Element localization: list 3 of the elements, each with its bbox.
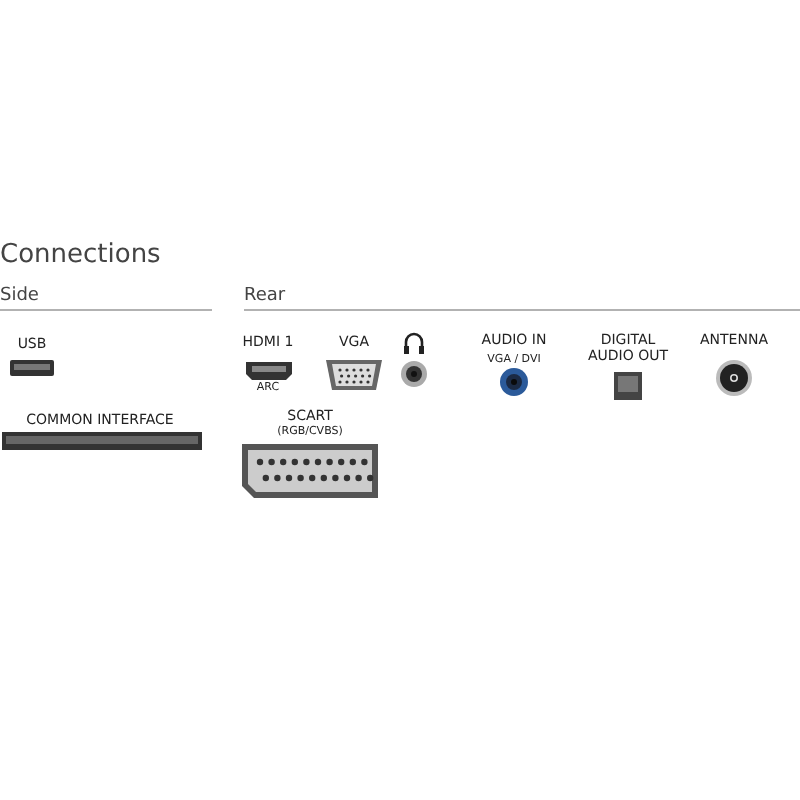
section-heading: Rear: [244, 286, 286, 306]
section-heading: Side: [0, 286, 39, 306]
title: Connections: [0, 242, 161, 270]
